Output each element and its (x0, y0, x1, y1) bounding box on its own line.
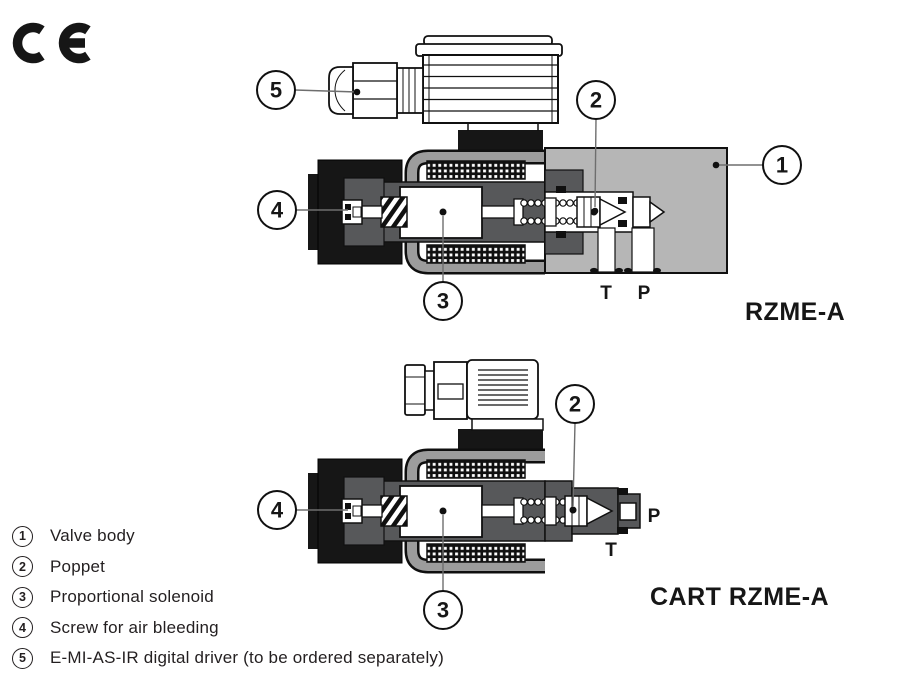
svg-text:4: 4 (271, 198, 284, 223)
end-plug-cone (649, 200, 666, 224)
callout-1: 1 (712, 145, 802, 185)
rzme-a-title: RZME-A (745, 298, 845, 326)
callout-4: 4 (257, 490, 348, 530)
svg-text:5: 5 (270, 78, 282, 103)
diagram-rzme-a: T P RZME-A 5 2 1 4 (256, 35, 845, 326)
legend-number-3: 3 (12, 586, 33, 608)
poppet-seat (586, 496, 614, 526)
diagram-cart-rzme-a: P T CART RZME-A 2 4 3 (257, 359, 829, 630)
driver-ribbed-housing (422, 54, 559, 124)
callout-2: 2 (576, 80, 616, 215)
legend-label-3: Proportional solenoid (50, 587, 214, 607)
p-port-label: P (648, 506, 661, 527)
legend-number-1: 1 (12, 525, 33, 547)
t-port-channel (597, 227, 616, 273)
legend-number-2: 2 (12, 556, 33, 578)
callout-3: 3 (423, 515, 463, 630)
svg-text:3: 3 (437, 598, 449, 623)
poppet-leader-dot (569, 506, 577, 514)
legend-item-air-bleed-screw: 4 Screw for air bleeding (12, 613, 444, 644)
connector-gland (404, 364, 426, 416)
cable-gland-cap (328, 66, 354, 115)
end-plug (632, 196, 651, 228)
port-orings (590, 267, 661, 274)
legend: 1 Valve body 2 Poppet 3 Proportional sol… (12, 521, 444, 674)
legend-label-1: Valve body (50, 526, 135, 546)
legend-item-digital-driver: 5 E-MI-AS-IR digital driver (to be order… (12, 643, 444, 674)
callout-3: 3 (423, 216, 463, 321)
legend-label-4: Screw for air bleeding (50, 617, 219, 637)
p-port-opening (619, 502, 637, 521)
driver-ribs (424, 56, 557, 122)
callout-4: 4 (257, 190, 348, 230)
callout-5: 5 (256, 70, 361, 110)
legend-item-valve-body: 1 Valve body (12, 521, 444, 552)
legend-label-5: E-MI-AS-IR digital driver (to be ordered… (50, 648, 444, 668)
connector-ribs (478, 369, 528, 406)
digital-driver (328, 35, 563, 131)
legend-item-proportional-solenoid: 3 Proportional solenoid (12, 582, 444, 613)
svg-text:1: 1 (776, 153, 788, 178)
legend-label-2: Poppet (50, 556, 106, 576)
svg-text:4: 4 (271, 498, 284, 523)
proportional-solenoid (308, 130, 545, 267)
callout-2: 2 (555, 384, 595, 507)
cable-gland-nut (352, 62, 398, 119)
ce-mark-logo (12, 22, 91, 64)
svg-text:2: 2 (590, 88, 602, 113)
p-port-channel (631, 227, 655, 273)
cart-rzme-a-title: CART RZME-A (650, 583, 829, 611)
t-port-label: T (600, 283, 612, 304)
svg-text:3: 3 (437, 289, 449, 314)
p-port-label: P (638, 283, 651, 304)
din-connector (404, 359, 544, 431)
poppet-seat (599, 197, 627, 227)
t-port-label: T (605, 540, 617, 561)
svg-text:2: 2 (569, 392, 581, 417)
legend-item-poppet: 2 Poppet (12, 552, 444, 583)
legend-number-5: 5 (12, 647, 33, 669)
legend-number-4: 4 (12, 617, 33, 639)
cartridge-nose (520, 480, 641, 542)
